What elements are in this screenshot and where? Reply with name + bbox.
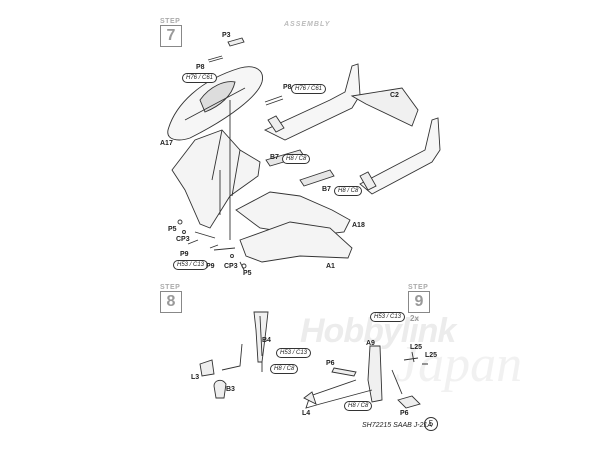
- step-number: 9: [408, 291, 430, 313]
- paint-code-callout: H53 / C13: [370, 312, 406, 322]
- part-label: A18: [352, 222, 365, 229]
- part-label: CP3: [176, 236, 190, 243]
- paint-code-callout: H76 / C61: [291, 84, 327, 94]
- part-label: CP3: [224, 263, 238, 270]
- part-label: C2: [390, 92, 399, 99]
- paint-code-callout: H8 / C8: [282, 154, 311, 164]
- kit-footer: SH72215 SAAB J-21A: [362, 422, 433, 429]
- part-label: P8: [196, 64, 205, 71]
- step-label: STEP: [408, 284, 429, 291]
- part-label: B4: [262, 337, 271, 344]
- step-8-badge: STEP 8: [160, 284, 184, 313]
- part-label: P9: [206, 263, 215, 270]
- page-title: ASSEMBLY: [284, 21, 331, 28]
- part-label: L25: [425, 352, 438, 359]
- paint-code-callout: H8 / C8: [334, 186, 363, 196]
- part-label: P9: [180, 251, 189, 258]
- part-label: P5: [243, 270, 252, 277]
- step-number: 8: [160, 291, 182, 313]
- part-label: P3: [222, 32, 231, 39]
- part-label: A9: [366, 340, 375, 347]
- paint-code-callout: H53 / C13: [276, 348, 312, 358]
- paint-code-callout: H76 / C61: [182, 73, 218, 83]
- paint-code-callout: H8 / C8: [344, 401, 373, 411]
- part-label: B7: [270, 154, 279, 161]
- part-label: P8: [283, 84, 292, 91]
- step-label: STEP: [160, 18, 181, 25]
- part-label: P6: [400, 410, 409, 417]
- part-label: B7: [322, 186, 331, 193]
- paint-code-callout: H53 / C13: [173, 260, 209, 270]
- part-label: A1: [326, 263, 335, 270]
- part-label: P5: [168, 226, 177, 233]
- part-label: L25: [410, 344, 423, 351]
- part-label: A17: [160, 140, 173, 147]
- page-number: 5: [424, 417, 438, 431]
- step-number: 7: [160, 25, 182, 47]
- step-label: STEP: [160, 284, 181, 291]
- step-7-badge: STEP 7: [160, 18, 184, 47]
- part-label: L4: [302, 410, 311, 417]
- part-label: B3: [226, 386, 235, 393]
- step-9-badge: STEP 9: [408, 284, 432, 313]
- watermark-subtitle: Japan: [395, 336, 523, 393]
- part-label: L3: [191, 374, 200, 381]
- part-label: P6: [326, 360, 335, 367]
- paint-code-callout: H8 / C8: [270, 364, 299, 374]
- step-9-quantity: 2x: [410, 314, 419, 323]
